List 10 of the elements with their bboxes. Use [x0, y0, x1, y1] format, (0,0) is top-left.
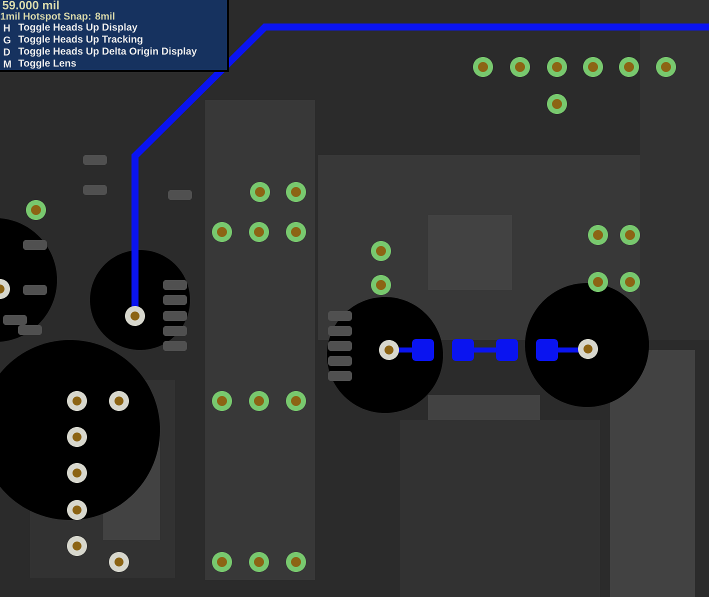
shortcut-text: Toggle Heads Up Tracking	[18, 35, 142, 45]
shortcut-text: Toggle Lens	[18, 59, 76, 69]
snap-text: 1mil Hotspot Snap: 8mil	[0, 12, 114, 22]
shortcut-key: D	[4, 48, 10, 56]
measurement-text: 59.000 mil	[2, 0, 59, 10]
shortcut-key: M	[4, 60, 11, 68]
shortcut-key: H	[4, 24, 10, 32]
shortcut-text: Toggle Heads Up Delta Origin Display	[18, 47, 197, 57]
shortcut-text: Toggle Heads Up Display	[18, 23, 138, 33]
shortcut-key: G	[4, 36, 10, 44]
